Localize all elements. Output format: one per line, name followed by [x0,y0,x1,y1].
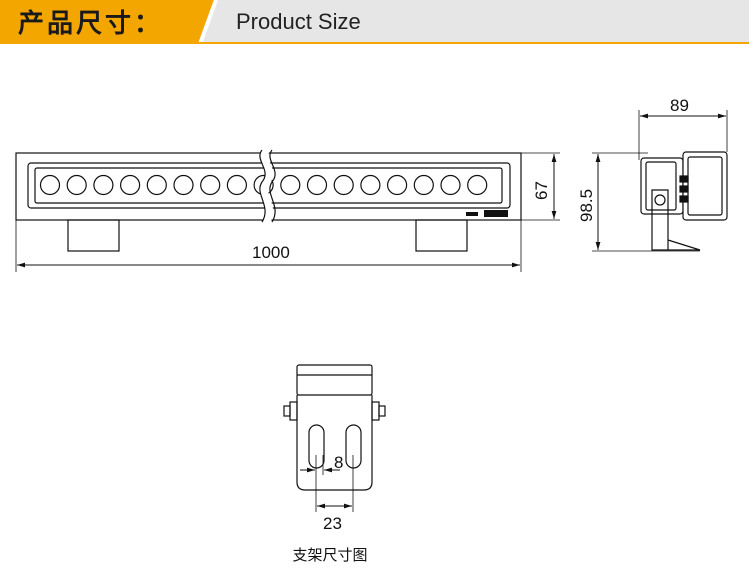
total-height-label: 98.5 [577,189,596,222]
bracket-right-nut [371,401,380,421]
led-lens [39,174,61,196]
banner-background [0,0,749,44]
label-plate [484,210,508,217]
knob-3 [679,195,689,203]
led-lens [467,174,488,196]
bracket-slot-left [308,424,325,469]
lamp-front [640,157,684,215]
bracket-view [283,364,386,512]
mounting-foot-right [415,219,468,252]
bracket-left-nut [289,401,298,421]
title-chinese: 产品尺寸： [18,9,164,39]
led-lens [440,174,461,196]
led-lens [333,174,354,196]
led-lens [360,174,381,196]
led-lens [200,174,221,196]
led-lens [66,174,87,196]
bracket-slot-right [345,424,362,469]
title-english: Product Size [236,9,361,34]
led-lens [226,174,247,196]
led-row [39,174,488,196]
side-view [592,110,728,252]
break-gap [260,147,274,225]
length-label: 1000 [252,243,290,262]
bracket-right-bolt [378,405,386,417]
header-banner: 产品尺寸： Product Size [0,0,749,44]
side-bracket-post [651,189,669,251]
slot-spacing-label: 23 [323,514,342,533]
led-lens [306,174,328,196]
led-lens [413,174,434,196]
led-lens [387,174,408,196]
ce-mark [466,212,478,216]
front-view [15,147,560,272]
depth-label: 89 [670,96,689,115]
bracket-plate [296,395,373,491]
led-lens [93,174,114,196]
bracket-caption: 支架尺寸图 [292,546,368,564]
lamp-front-inner [645,161,677,211]
knob-2 [679,185,689,193]
knob-1 [679,175,689,183]
break-line-left [259,149,266,223]
side-pivot-bolt [654,194,666,206]
led-lens [280,174,301,196]
height-label: 67 [532,181,551,200]
led-lens [146,174,167,196]
bracket-left-bolt [283,405,291,417]
bracket-top-block [296,364,373,396]
mounting-foot-left [67,219,120,252]
lamp-housing [682,151,728,221]
slot-width-label: 8 [334,453,343,472]
break-line-right [269,149,276,223]
led-lens [120,174,141,196]
led-lens [173,174,194,196]
side-bracket-foot [667,239,701,251]
